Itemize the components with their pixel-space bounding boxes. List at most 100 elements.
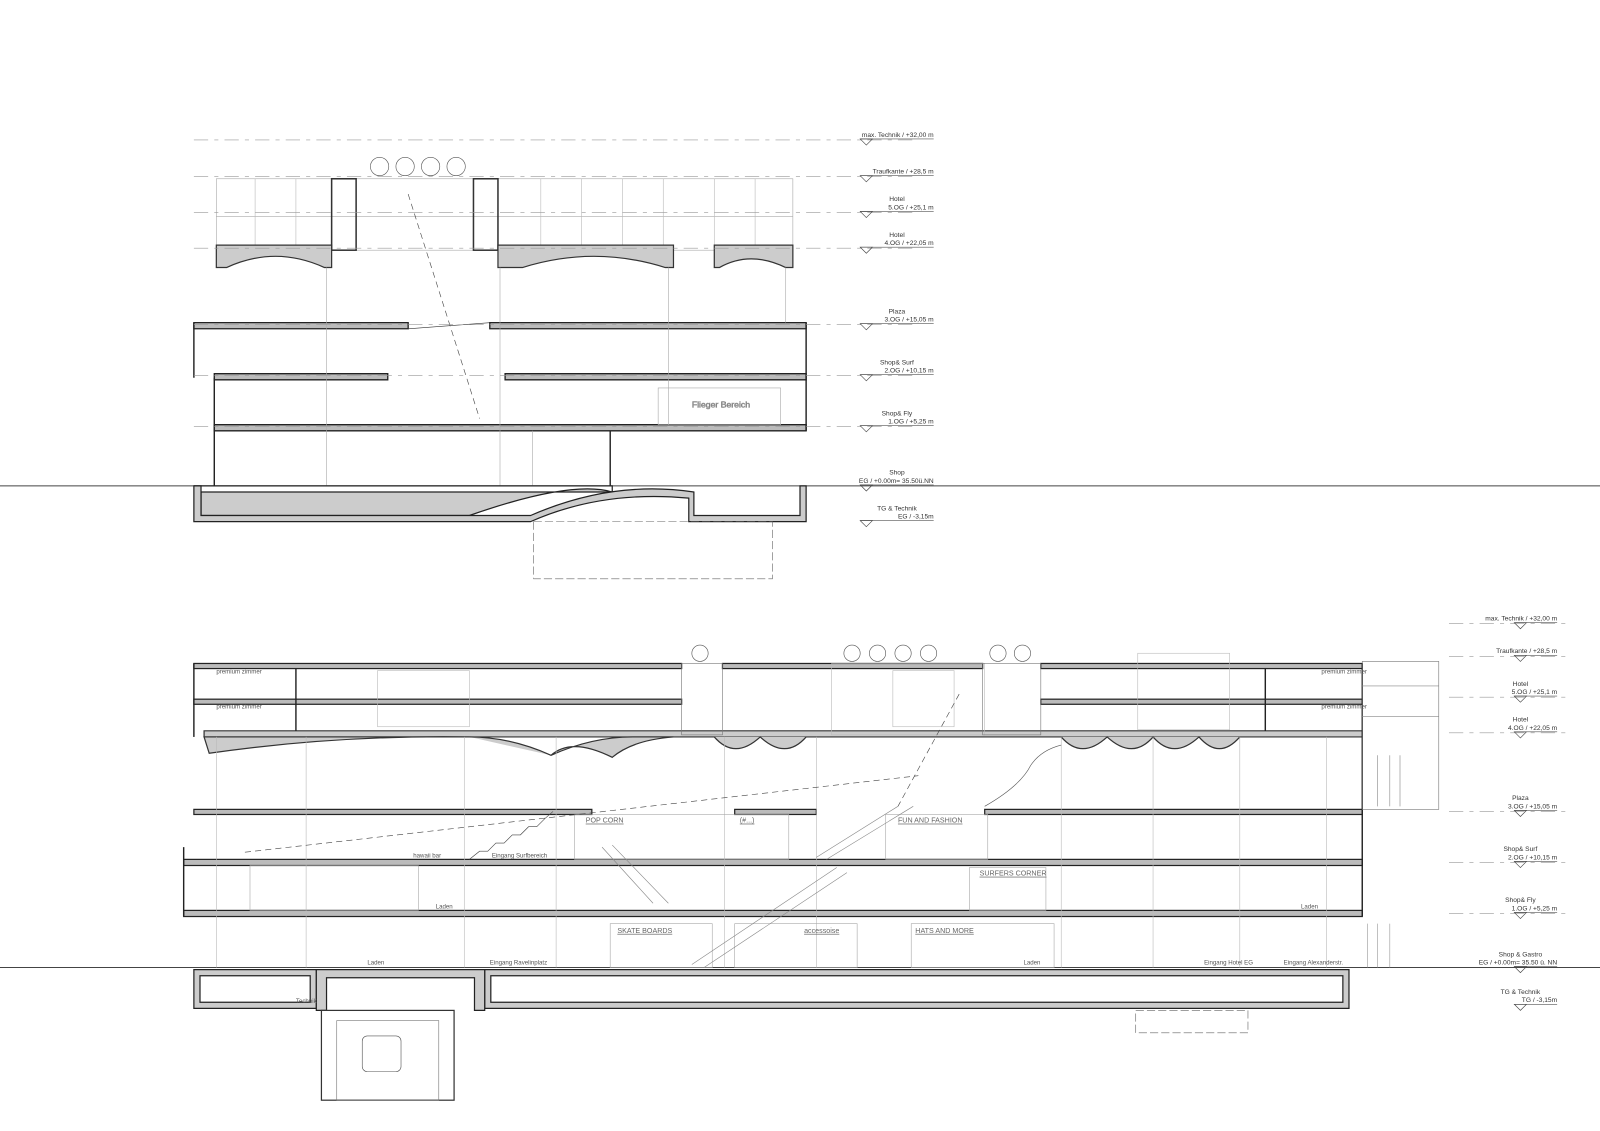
level-value: 2.OG / +10,15 m [885, 368, 935, 375]
level-marker: Traufkante / +28,5 m [1448, 648, 1571, 662]
level-triangle-icon [1513, 654, 1528, 662]
level-name: Shop& Fly [882, 411, 913, 418]
level-triangle-icon [859, 138, 874, 146]
level-marker: TG & Technik EG / -3,15m [859, 505, 934, 528]
hotel-floor-arches [203, 730, 1363, 759]
level-triangle-icon [859, 425, 874, 433]
level-triangle-icon [859, 211, 874, 218]
label-eingang-surfbereich: Eingang Surfbereich [492, 852, 547, 859]
label-hats-and-more: HATS AND MORE [915, 927, 974, 935]
label-accessoires: accessoise [804, 927, 839, 935]
label-premium-zimmer: premium zimmer [216, 703, 261, 710]
ventilation-units [370, 157, 466, 177]
level-marker: max. Technik / +32,00 m [193, 132, 934, 146]
hotel-floor-structure [215, 244, 794, 269]
level-value: 3.OG / +15,05 m [885, 317, 935, 324]
flieger-area [657, 387, 781, 425]
level-marker: Shop& Surf 2.OG / +10,15 m [193, 359, 935, 382]
level-triangle-icon [1513, 912, 1528, 919]
level-name: Shop& Surf [880, 359, 914, 366]
level-name: Shop& Fly [1505, 897, 1536, 904]
label-laden: Laden [436, 903, 453, 910]
hotel-volume [216, 178, 794, 251]
level-name: TG & Technik [877, 505, 917, 512]
level-marker: max. Technik / +32,00 m [1448, 616, 1571, 630]
room-labels: premium zimmer premium zimmer premium zi… [216, 669, 1367, 1006]
level-name: Plaza [1512, 795, 1529, 802]
label-eingang-alexanderstr: Eingang Alexanderstr. [1284, 959, 1344, 966]
label-technik: Technik [296, 998, 318, 1005]
basement-top [193, 485, 807, 523]
level-name: Hotel [1513, 717, 1529, 724]
basement-bottom [193, 968, 1350, 1012]
level-value: 4.OG / +22,05 m [885, 240, 935, 247]
level-triangle-icon [859, 520, 874, 528]
level-name: Plaza [889, 308, 906, 315]
label-eingang-ravelinplatz: Eingang Ravelinplatz [490, 959, 547, 966]
level-triangle-icon [1513, 966, 1528, 974]
level-value: max. Technik / +32,00 m [862, 132, 934, 139]
level-triangle-icon [1513, 731, 1528, 739]
level-value: EG / +0.00m= 35.50ü.NN [859, 478, 934, 485]
stair-spiral [984, 744, 1062, 807]
label-flieger-bereich: Flieger Bereich [692, 399, 750, 409]
level-triangle-icon [859, 484, 874, 492]
slabs-bottom [183, 662, 1363, 918]
label-premium-zimmer: premium zimmer [1321, 703, 1366, 710]
level-value: 5.OG / +25,1 m [888, 204, 934, 211]
level-value: TG / -3,15m [1522, 997, 1558, 1004]
label-skate-boards: SKATE BOARDS [617, 927, 672, 935]
level-value: 3.OG / +15,05 m [1508, 803, 1558, 810]
section-top: Flieger Bereich [0, 157, 1600, 580]
label-popcorn: POP CORN [586, 817, 624, 825]
level-triangle-icon [1513, 861, 1528, 868]
level-value: 1.OG / +5,25 m [1512, 905, 1558, 912]
label-laden: Laden [1023, 959, 1040, 966]
subway-train [361, 1035, 402, 1072]
label-laden: Laden [1301, 903, 1318, 910]
level-value: Traufkante / +28,5 m [1496, 648, 1558, 655]
label-laden: Laden [367, 959, 384, 966]
level-value: Traufkante / +28,5 m [873, 169, 935, 176]
level-name: Shop [889, 470, 905, 477]
level-value: EG / -3,15m [898, 514, 934, 521]
section-bottom [0, 644, 1600, 1101]
level-triangle-icon [859, 374, 874, 382]
ventilation-units [691, 644, 1031, 662]
level-name: Hotel [1513, 681, 1529, 688]
level-name: Hotel [889, 232, 905, 239]
level-markers-bottom: max. Technik / +32,00 m Traufkante / +28,… [1448, 616, 1571, 1011]
level-triangle-icon [1513, 1003, 1528, 1011]
level-name: TG & Technik [1501, 989, 1541, 996]
level-triangle-icon [1513, 622, 1528, 630]
tunnel-outline [533, 521, 773, 580]
level-marker: Plaza 3.OG / +15,05 m [193, 308, 935, 331]
escalator [691, 867, 848, 968]
level-triangle-icon [859, 323, 874, 331]
subway-tunnel [320, 1009, 455, 1101]
level-name: Hotel [889, 196, 905, 203]
level-marker: Traufkante / +28,5 m [193, 169, 935, 183]
stair [469, 811, 554, 860]
label-surfers-corner: SURFERS CORNER [980, 870, 1047, 878]
level-value: 4.OG / +22,05 m [1508, 725, 1558, 732]
right-tower [1361, 661, 1440, 810]
level-triangle-icon [859, 175, 874, 183]
level-value: 5.OG / +25,1 m [1512, 689, 1558, 696]
level-markers-top: max. Technik / +32,00 m Traufkante / +28,… [193, 132, 935, 528]
label-eingang-hotel: Eingang Hotel EG [1204, 959, 1253, 966]
level-triangle-icon [1513, 695, 1528, 703]
escalator [601, 806, 914, 904]
level-value: max. Technik / +32,00 m [1485, 616, 1557, 623]
label-premium-zimmer: premium zimmer [1321, 669, 1366, 676]
